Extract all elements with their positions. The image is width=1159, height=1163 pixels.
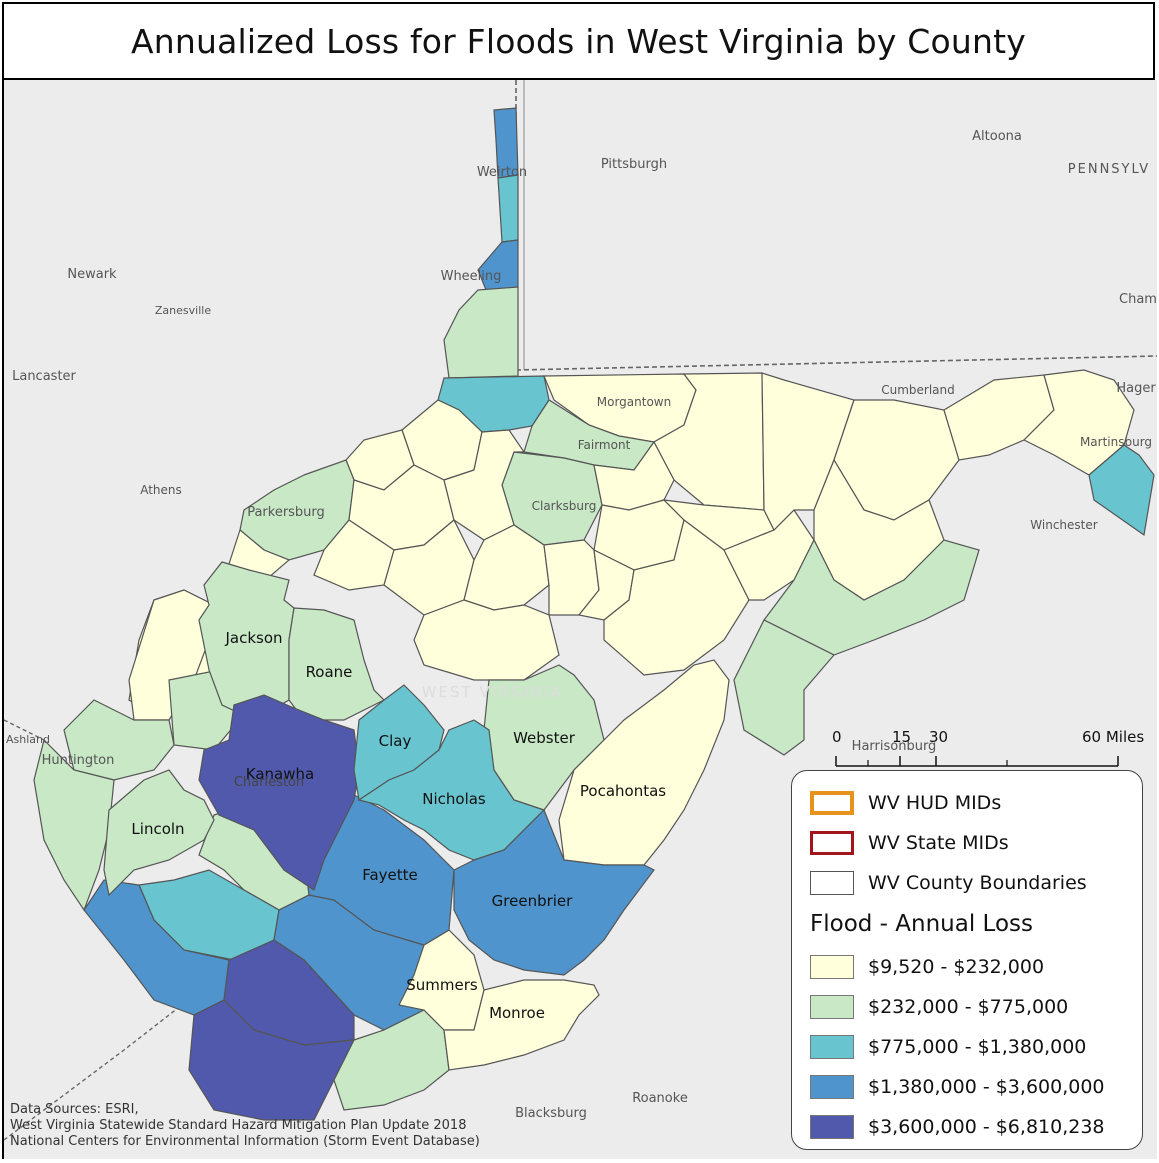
place-label-martinsburg: Martinsburg	[1080, 435, 1152, 449]
legend-label-class2: $232,000 - $775,000	[868, 996, 1069, 1018]
county-jefferson	[1088, 444, 1155, 537]
place-label-wheeling: Wheeling	[441, 269, 502, 284]
place-label-parkersburg: Parkersburg	[247, 505, 325, 520]
place-label-chambersburg: Cham	[1119, 292, 1157, 307]
place-label-charleston: Charleston	[234, 775, 304, 790]
county-mercer	[333, 1009, 450, 1111]
legend-label-state: WV State MIDs	[868, 832, 1009, 854]
county-greenbrier	[453, 808, 655, 976]
legend-row-hud: WV HUD MIDs	[810, 789, 1001, 817]
place-label-roanoke: Roanoke	[632, 1091, 688, 1106]
place-label-clarksburg: Clarksburg	[532, 499, 597, 513]
county-label-pocahontas: Pocahontas	[580, 782, 666, 800]
county-brooke	[497, 174, 519, 243]
place-label-pittsburgh: Pittsburgh	[601, 157, 667, 172]
map-svg: Jackson Roane Clay Webster Kanawha Nicho…	[4, 80, 1157, 1159]
scale-tick-60: 60 Miles	[1082, 728, 1145, 746]
place-label-newark: Newark	[67, 267, 117, 282]
county-label-summers: Summers	[406, 976, 478, 994]
legend-label-boundaries: WV County Boundaries	[868, 872, 1087, 894]
place-label-ashland: Ashland	[6, 733, 50, 746]
place-label-lancaster: Lancaster	[12, 369, 76, 384]
place-label-harrisonburg: Harrisonburg	[852, 739, 937, 754]
place-label-winchester: Winchester	[1030, 518, 1097, 532]
title-bar: Annualized Loss for Floods in West Virgi…	[4, 4, 1153, 80]
source-line-2: West Virginia Statewide Standard Hazard …	[10, 1118, 467, 1133]
place-label-west-virginia: WEST VIRGINIA	[422, 683, 563, 701]
scale-tick-15: 15	[892, 728, 912, 746]
place-label-huntington: Huntington	[42, 753, 115, 768]
map-canvas: Jackson Roane Clay Webster Kanawha Nicho…	[4, 80, 1157, 1159]
county-pendleton-south	[733, 619, 835, 756]
map-title: Annualized Loss for Floods in West Virgi…	[130, 21, 1027, 61]
legend-label-class4: $1,380,000 - $3,600,000	[868, 1076, 1105, 1098]
source-line-3: National Centers for Environmental Infor…	[10, 1134, 480, 1149]
county-monroe	[443, 979, 600, 1071]
legend-label-class1: $9,520 - $232,000	[868, 956, 1045, 978]
place-label-athens: Athens	[140, 483, 182, 497]
county-braxton	[413, 599, 560, 681]
legend-row-class3: $775,000 - $1,380,000	[810, 1033, 1086, 1061]
data-sources: Data Sources: ESRI, West Virginia Statew…	[10, 1102, 480, 1150]
legend-label-class5: $3,600,000 - $6,810,238	[868, 1116, 1105, 1138]
legend-row-boundaries: WV County Boundaries	[810, 869, 1087, 897]
place-label-pennsylvania: PENNSYLV	[1068, 162, 1150, 177]
legend-swatch-class5	[810, 1115, 854, 1139]
scale-bar-line	[835, 756, 1119, 767]
county-kanawha	[198, 694, 360, 891]
county-lincoln	[103, 769, 215, 897]
county-label-webster: Webster	[513, 729, 576, 747]
legend: WV HUD MIDs WV State MIDs WV County Boun…	[791, 770, 1143, 1150]
county-label-lincoln: Lincoln	[131, 820, 184, 838]
legend-label-class3: $775,000 - $1,380,000	[868, 1036, 1087, 1058]
legend-row-class1: $9,520 - $232,000	[810, 953, 1044, 981]
county-label-jackson: Jackson	[224, 629, 282, 647]
legend-swatch-hud	[810, 791, 854, 815]
legend-swatch-class2	[810, 995, 854, 1019]
county-label-clay: Clay	[379, 732, 412, 750]
place-label-blacksburg: Blacksburg	[515, 1106, 587, 1121]
place-label-altoona: Altoona	[972, 129, 1022, 144]
county-label-kanawha: Kanawha	[246, 765, 314, 783]
county-randolph	[603, 518, 750, 676]
county-label-roane: Roane	[306, 663, 353, 681]
place-label-hagerstown: Hager	[1116, 381, 1156, 396]
legend-label-hud: WV HUD MIDs	[868, 792, 1002, 814]
legend-heading: Flood - Annual Loss	[810, 911, 1033, 937]
county-label-fayette: Fayette	[362, 866, 418, 884]
county-wayne	[33, 738, 115, 912]
county-cabell	[63, 699, 175, 781]
legend-row-class2: $232,000 - $775,000	[810, 993, 1068, 1021]
county-nicholas	[357, 719, 546, 861]
legend-swatch-class4	[810, 1075, 854, 1099]
place-label-weirton: Weirton	[477, 165, 527, 180]
legend-swatch-class3	[810, 1035, 854, 1059]
legend-row-class5: $3,600,000 - $6,810,238	[810, 1113, 1105, 1141]
place-label-zanesville: Zanesville	[155, 304, 211, 317]
scale-tick-0: 0	[832, 728, 842, 746]
place-label-cumberland: Cumberland	[881, 383, 955, 397]
legend-row-state: WV State MIDs	[810, 829, 1009, 857]
legend-swatch-state	[810, 831, 854, 855]
county-pocahontas	[558, 659, 730, 866]
county-label-greenbrier: Greenbrier	[492, 892, 574, 910]
county-doddridge	[443, 429, 526, 541]
county-label-nicholas: Nicholas	[422, 790, 486, 808]
place-label-fairmont: Fairmont	[578, 438, 631, 452]
state-line-pa-md	[515, 355, 1157, 371]
county-label-monroe: Monroe	[489, 1004, 545, 1022]
place-label-morgantown: Morgantown	[597, 395, 671, 409]
source-line-1: Data Sources: ESRI,	[10, 1102, 139, 1117]
legend-swatch-class1	[810, 955, 854, 979]
legend-row-class4: $1,380,000 - $3,600,000	[810, 1073, 1105, 1101]
scale-tick-30: 30	[929, 728, 949, 746]
legend-swatch-boundaries	[810, 871, 854, 895]
scale-bar: 0 15 30 60 Miles	[832, 728, 1152, 768]
